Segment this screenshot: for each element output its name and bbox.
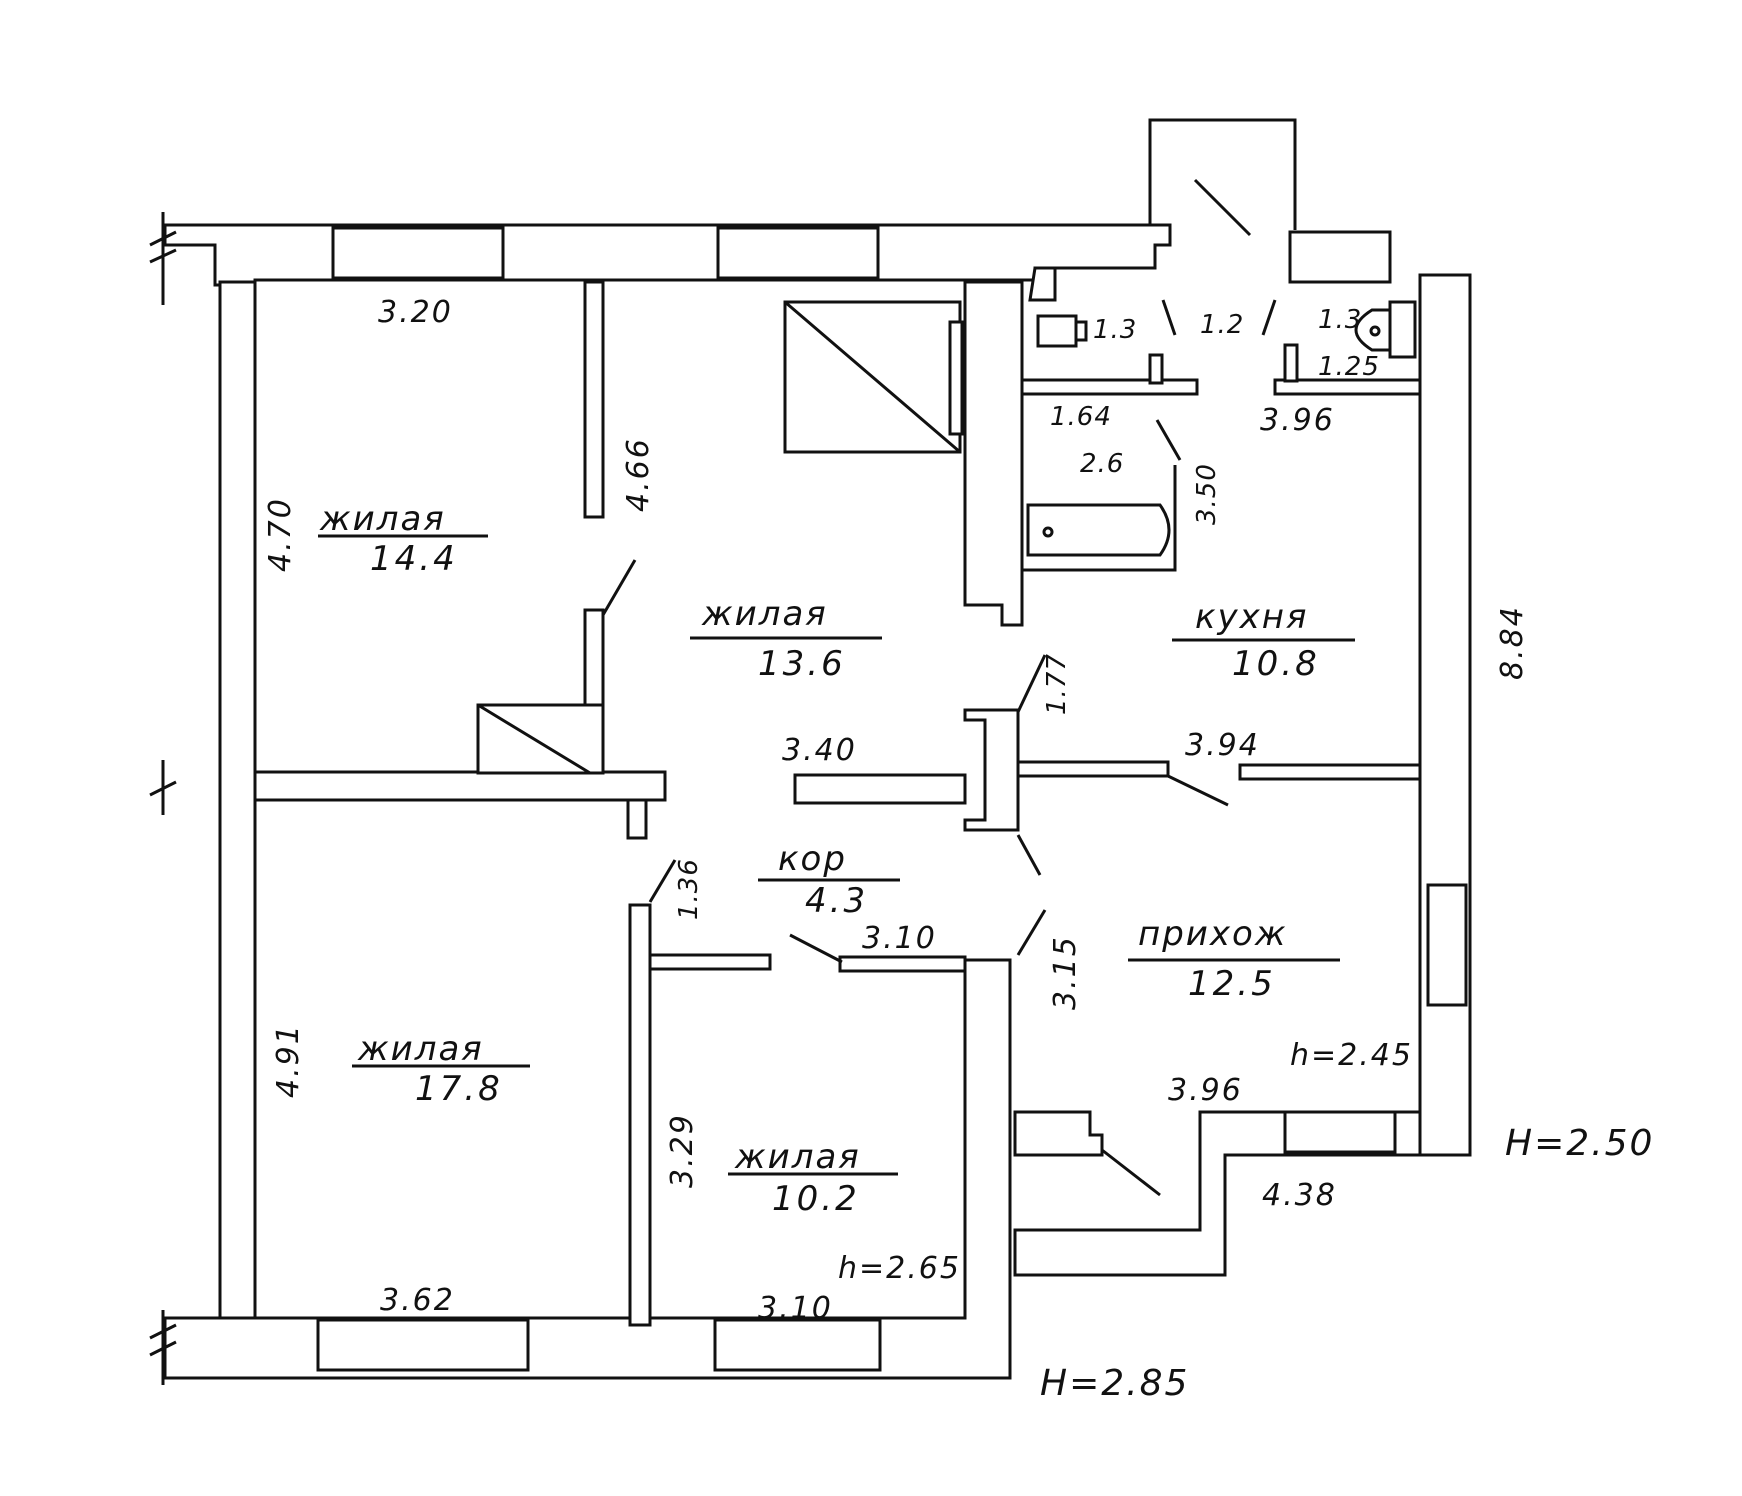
window-top-left <box>331 226 505 280</box>
room-area-living-1: 14.4 <box>370 539 458 579</box>
horizontal-wall-left <box>253 770 667 802</box>
door-living-144[interactable] <box>601 559 637 616</box>
window-top-right <box>1288 230 1392 284</box>
room-name-living-3: жилая <box>357 1029 484 1069</box>
hall-bottom-block <box>1013 1110 1104 1157</box>
room-area-living-3: 17.8 <box>415 1069 503 1109</box>
bathtub-icon <box>1026 503 1171 557</box>
partition-upper <box>583 280 605 519</box>
window-bottom-right <box>1283 1110 1397 1154</box>
wall-102-top <box>838 955 967 973</box>
dim-315: 3.15 <box>1048 935 1083 1010</box>
wall-stub <box>626 798 648 840</box>
room-name-kitchen: кухня <box>1195 597 1308 637</box>
dim-320: 3.20 <box>378 295 453 330</box>
windows <box>316 226 1468 1372</box>
doors <box>601 178 1277 1197</box>
dim-350: 3.50 <box>1192 463 1222 525</box>
toilet-shelf <box>1273 378 1422 396</box>
entrance-annex <box>1148 118 1297 230</box>
room-name-living-1: жилая <box>319 499 446 539</box>
closets <box>476 300 964 775</box>
interior-walls <box>253 266 1422 1327</box>
dim-470: 4.70 <box>263 497 298 572</box>
door-living-178[interactable] <box>648 859 677 903</box>
kitchen-hall-left <box>1016 760 1170 778</box>
fixtures <box>1022 300 1417 572</box>
window-top-mid <box>716 226 880 280</box>
room-name-living-4: жилая <box>734 1137 861 1177</box>
window-bottom-left <box>316 1318 530 1372</box>
dim-13-b: 1.3 <box>1318 305 1362 335</box>
dim-310-top: 3.10 <box>862 921 937 956</box>
height-250: H=2.50 <box>1505 1123 1654 1164</box>
dim-396-kitchen: 3.96 <box>1260 403 1335 438</box>
door-corridor-right[interactable] <box>1016 834 1042 876</box>
dim-340: 3.40 <box>782 733 857 768</box>
dim-329: 3.29 <box>665 1113 700 1188</box>
bath-wall <box>963 280 1024 627</box>
dim-13-a: 1.3 <box>1093 315 1137 345</box>
room-area-hall: 12.5 <box>1188 964 1276 1004</box>
closet-inner <box>948 320 964 436</box>
partition-178-102 <box>628 903 652 1327</box>
dim-466: 4.66 <box>621 437 656 512</box>
door-kitchen[interactable] <box>1016 654 1047 713</box>
height-265: h=2.65 <box>838 1251 961 1286</box>
left-exterior-wall <box>218 280 257 1332</box>
kitchen-hall-right <box>1238 763 1422 781</box>
dim-884: 8.84 <box>1495 605 1530 680</box>
room-area-living-4: 10.2 <box>772 1179 860 1219</box>
height-285: H=2.85 <box>1040 1363 1189 1404</box>
room-area-kitchen: 10.8 <box>1232 644 1320 684</box>
height-245: h=2.45 <box>1290 1038 1413 1073</box>
room-labels: жилая 14.4 жилая 13.6 жилая 17.8 жилая 1… <box>318 449 1355 1219</box>
door-bath[interactable] <box>1161 299 1177 336</box>
dim-125: 1.25 <box>1318 352 1380 382</box>
window-right <box>1426 883 1468 1007</box>
dim-12: 1.2 <box>1200 310 1244 340</box>
corridor-stub <box>648 953 772 971</box>
top-exterior-wall <box>163 223 1172 287</box>
door-hall-left[interactable] <box>1016 909 1047 956</box>
room-name-living-2: жилая <box>701 594 828 634</box>
entrance-wall-left <box>1028 266 1057 302</box>
central-column <box>963 708 1020 832</box>
bath-shelf <box>1020 378 1199 396</box>
door-exit[interactable] <box>1101 1148 1161 1197</box>
dim-136: 1.36 <box>674 858 704 920</box>
door-living-102[interactable] <box>789 933 843 964</box>
dim-362: 3.62 <box>380 1283 455 1318</box>
bottom-exterior-wall <box>163 958 1012 1380</box>
dim-394: 3.94 <box>1185 728 1260 763</box>
dim-396-hall: 3.96 <box>1168 1073 1243 1108</box>
room-area-corridor: 4.3 <box>805 881 868 921</box>
room-name-hall: прихож <box>1138 914 1287 954</box>
dim-491: 4.91 <box>271 1023 306 1098</box>
dim-164: 1.64 <box>1050 402 1112 432</box>
bath-stub <box>1148 353 1164 385</box>
right-exterior-wall <box>1418 273 1472 1157</box>
window-bottom-mid <box>713 1318 882 1372</box>
dim-177: 1.77 <box>1042 653 1072 715</box>
sink-icon <box>1036 314 1078 348</box>
dimension-labels: 3.20 4.70 4.66 3.40 1.77 1.36 3.10 4.91 … <box>263 295 1530 1326</box>
room-name-corridor: кор <box>778 839 847 879</box>
door-kitchen-hall[interactable] <box>1167 774 1229 807</box>
door-entrance[interactable] <box>1193 178 1252 237</box>
dim-310-bottom: 3.10 <box>758 1291 833 1326</box>
room-area-bath: 2.6 <box>1080 449 1124 479</box>
room-area-living-2: 13.6 <box>758 644 846 684</box>
toilet-stub <box>1283 343 1299 383</box>
door-bathroom-main[interactable] <box>1155 419 1182 461</box>
height-labels: h=2.65 h=2.45 H=2.85 H=2.50 <box>838 1038 1654 1404</box>
wall-break-marks <box>149 212 177 1385</box>
corridor-partition <box>793 773 967 805</box>
door-toilet[interactable] <box>1261 299 1277 336</box>
dim-438: 4.38 <box>1262 1178 1337 1213</box>
